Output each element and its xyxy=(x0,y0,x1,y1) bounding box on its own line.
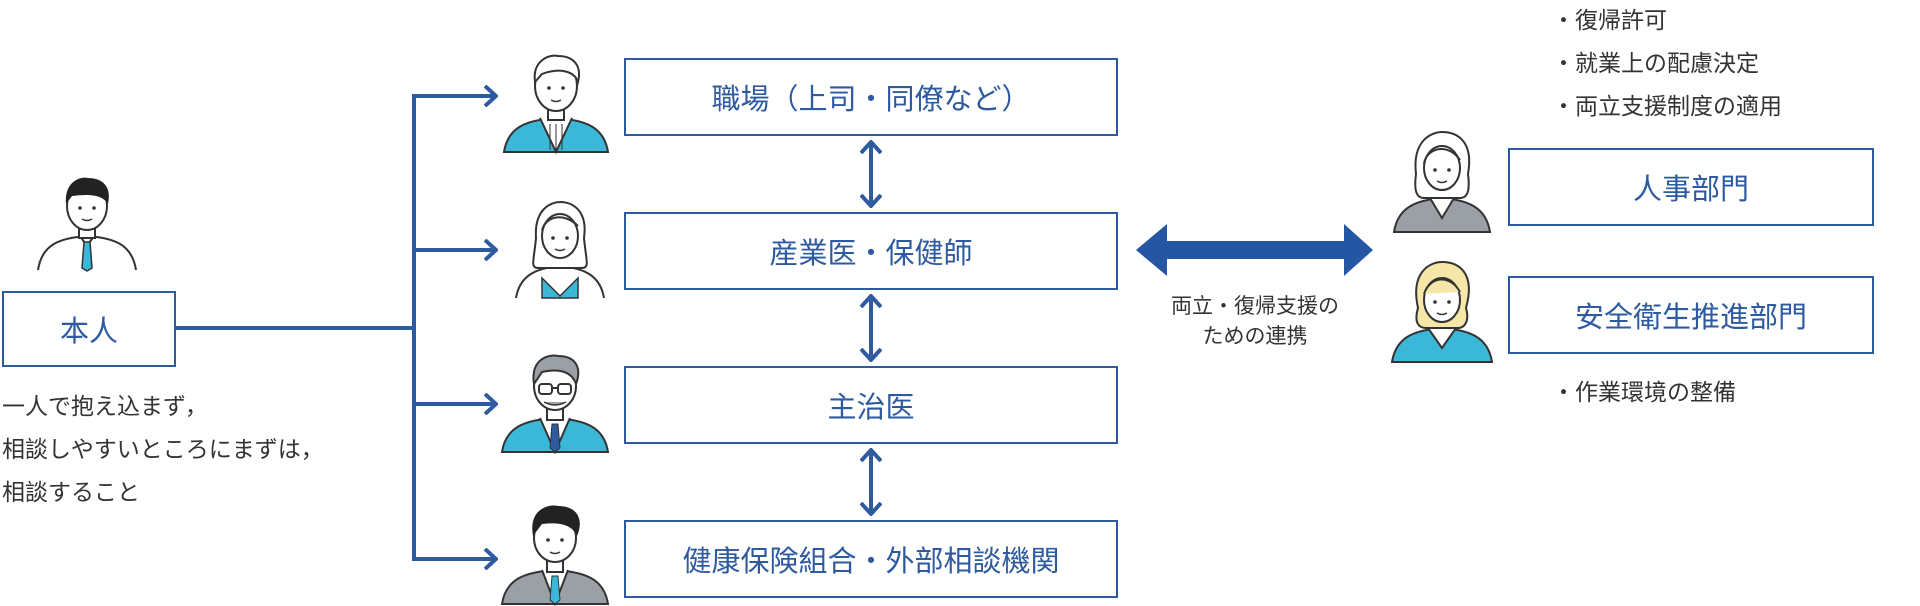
workplace-box: 職場（上司・同僚など） xyxy=(624,58,1118,136)
person-woman-icon xyxy=(1390,260,1494,363)
hr-department-box: 人事部門 xyxy=(1508,148,1874,226)
safety-task: 作業環境の整備 xyxy=(1552,372,1736,415)
hr-task: 就業上の配慮決定 xyxy=(1552,43,1782,86)
hr-task: 両立支援制度の適用 xyxy=(1552,86,1782,129)
cooperation-arrow xyxy=(1136,224,1373,276)
person-woman-icon xyxy=(515,200,605,299)
person-businessman-icon xyxy=(500,505,610,606)
self-note-line-1: 一人で抱え込まず， xyxy=(2,394,208,420)
cooperation-caption-line-2: ための連携 xyxy=(1202,324,1308,348)
hr-task-list: 復帰許可 就業上の配慮決定 両立支援制度の適用 xyxy=(1552,0,1782,129)
occupational-physician-box: 産業医・保健師 xyxy=(624,212,1118,290)
person-elderly-icon xyxy=(500,354,610,454)
hr-task: 復帰許可 xyxy=(1552,0,1782,43)
safety-health-department-box: 安全衛生推進部門 xyxy=(1508,276,1874,354)
self-box: 本人 xyxy=(2,291,176,367)
self-note-line-3: 相談すること xyxy=(2,480,140,506)
attending-physician-box: 主治医 xyxy=(624,366,1118,444)
person-man-icon xyxy=(37,177,137,272)
cooperation-caption-line-1: 両立・復帰支援の xyxy=(1171,294,1339,318)
self-note-line-2: 相談しやすいところにまずは， xyxy=(2,437,324,463)
safety-task-list: 作業環境の整備 xyxy=(1552,372,1736,415)
cooperation-caption: 両立・復帰支援の ための連携 xyxy=(1160,291,1350,351)
person-woman-icon xyxy=(1392,130,1492,233)
insurance-external-box: 健康保険組合・外部相談機関 xyxy=(624,520,1118,598)
self-note: 一人で抱え込まず， 相談しやすいところにまずは， 相談すること xyxy=(2,386,324,515)
person-man-icon xyxy=(502,54,610,154)
